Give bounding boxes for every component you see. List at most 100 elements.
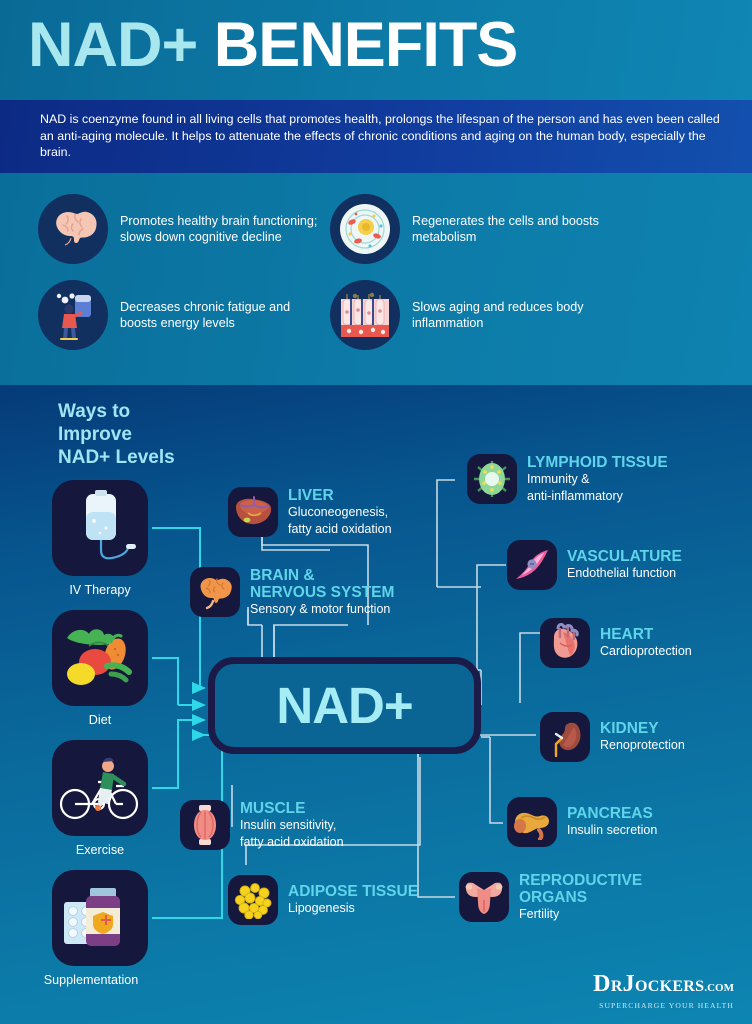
organ-text: LIVER Gluconeogenesis, fatty acid oxidat… [288, 487, 392, 537]
organ-item-adipose-tissue[interactable]: ADIPOSE TISSUE Lipogenesis [228, 875, 418, 925]
page-title-nad: NAD+ [28, 10, 198, 80]
organ-name: HEART [600, 626, 654, 644]
organ-sub-line-2: fatty acid oxidation [288, 521, 392, 536]
lymphoid-tissue-icon [467, 454, 517, 504]
brand-logo-ockers: OCKERS [634, 978, 705, 995]
brain-organ-icon [190, 567, 240, 618]
heart-icon [540, 618, 590, 668]
organ-name-line-2: ORGANS [519, 889, 588, 906]
organ-item-reproductive-organs[interactable]: REPRODUCTIVE ORGANS Fertility [459, 872, 642, 923]
iv-bag-icon [52, 480, 148, 576]
organ-sub-line-1: Insulin sensitivity, [240, 818, 337, 832]
benefit-item: Promotes healthy brain functioning; slow… [38, 194, 328, 264]
organ-sub-line-1: Cardioprotection [600, 644, 692, 659]
ways-title-line-2: Improve [58, 424, 132, 445]
vasculature-icon [507, 540, 557, 590]
nad-map-section: Ways to Improve NAD+ Levels [0, 385, 752, 1024]
brain-icon [38, 194, 108, 264]
organ-text: ADIPOSE TISSUE Lipogenesis [288, 883, 418, 917]
ways-to-improve-title: Ways to Improve NAD+ Levels [58, 400, 175, 469]
organ-item-brain-nervous-system[interactable]: BRAIN & NERVOUS SYSTEM Sensory & motor f… [190, 567, 394, 618]
improvement-item-diet[interactable]: Diet [52, 610, 148, 727]
improvement-label: Diet [88, 713, 112, 727]
organ-item-muscle[interactable]: MUSCLE Insulin sensitivity, fatty acid o… [180, 800, 344, 850]
organ-text: KIDNEY Renoprotection [600, 720, 685, 754]
kidney-icon [540, 712, 590, 762]
brand-tagline: SUPERCHARGE YOUR HEALTH [599, 1001, 734, 1010]
benefit-label: Promotes healthy brain functioning; slow… [120, 213, 318, 244]
adipose-tissue-icon [228, 875, 278, 925]
organ-sub-line-1: Renoprotection [600, 738, 685, 753]
organ-name-line-1: BRAIN & [250, 567, 315, 584]
benefit-label: Decreases chronic fatigue and boosts ene… [120, 299, 291, 330]
organ-sub-line-1: Insulin secretion [567, 823, 658, 838]
improvement-label: IV Therapy [69, 583, 131, 597]
vegetables-icon [52, 610, 148, 706]
benefit-item: Slows aging and reduces body inflammatio… [330, 280, 630, 350]
organ-item-lymphoid-tissue[interactable]: LYMPHOID TISSUE Immunity & anti-inflamma… [467, 454, 668, 504]
improvement-item-iv-therapy[interactable]: IV Therapy [52, 480, 148, 597]
benefits-section: Promotes healthy brain functioning; slow… [0, 173, 752, 385]
supplement-bottle-icon [52, 870, 148, 966]
ways-title-line-3: NAD+ Levels [58, 447, 175, 468]
organ-sub-line-1: Immunity & [527, 472, 590, 486]
organ-name: MUSCLE [240, 800, 306, 817]
organ-item-liver[interactable]: LIVER Gluconeogenesis, fatty acid oxidat… [228, 487, 392, 537]
organ-text: PANCREAS Insulin secretion [567, 805, 657, 839]
organ-text: HEART Cardioprotection [600, 626, 692, 660]
brand-logo-r: R [610, 978, 623, 995]
organ-text: REPRODUCTIVE ORGANS Fertility [519, 872, 642, 923]
cell-icon [330, 194, 400, 264]
brand-logo-j: J [622, 971, 635, 997]
description-banner: NAD is coenzyme found in all living cell… [0, 100, 752, 173]
liver-icon [228, 487, 278, 537]
cyclist-icon [52, 740, 148, 836]
brand-logo-text: DRJOCKERS.COM [593, 972, 734, 1000]
organ-sub-line-1: Fertility [519, 907, 560, 921]
skin-tissue-icon [330, 280, 400, 350]
reproductive-organs-icon [459, 872, 509, 923]
header-banner: NAD+ BENEFITS [0, 0, 752, 100]
improvement-item-supplementation[interactable]: Supplementation [44, 870, 148, 987]
benefit-item: Regenerates the cells and boosts metabol… [330, 194, 630, 264]
organ-name: PANCREAS [567, 805, 653, 823]
organ-name: LYMPHOID TISSUE [527, 454, 668, 471]
improvement-item-exercise[interactable]: Exercise [52, 740, 148, 857]
page-title: NAD+ BENEFITS [28, 14, 518, 77]
benefit-label: Regenerates the cells and boosts metabol… [412, 213, 599, 244]
organ-sub-line-1: Endothelial function [567, 566, 677, 581]
organ-text: VASCULATURE Endothelial function [567, 548, 682, 582]
organ-sub-line-1: Sensory & motor function [250, 602, 391, 616]
page-title-benefits: BENEFITS [213, 10, 519, 80]
fatigue-person-icon [38, 280, 108, 350]
brand-logo-domain: .COM [704, 982, 734, 994]
organ-text: LYMPHOID TISSUE Immunity & anti-inflamma… [527, 454, 668, 504]
organ-name: KIDNEY [600, 720, 659, 738]
organ-name: ADIPOSE TISSUE [288, 883, 419, 901]
pancreas-icon [507, 797, 557, 847]
organ-sub-line-1: Lipogenesis [288, 901, 355, 916]
organ-sub-line-1: Gluconeogenesis, [288, 505, 389, 519]
improvement-label: Supplementation [43, 973, 139, 987]
brand-logo-d: D [593, 971, 611, 997]
ways-title-line-1: Ways to [58, 401, 131, 422]
organ-text: BRAIN & NERVOUS SYSTEM Sensory & motor f… [250, 567, 394, 618]
benefit-item: Decreases chronic fatigue and boosts ene… [38, 280, 328, 350]
benefit-label: Slows aging and reduces body inflammatio… [412, 299, 584, 330]
muscle-icon [180, 800, 230, 850]
organ-sub-line-2: fatty acid oxidation [240, 834, 344, 849]
organ-item-kidney[interactable]: KIDNEY Renoprotection [540, 712, 685, 762]
organ-name-line-1: REPRODUCTIVE [519, 872, 643, 889]
organ-text: MUSCLE Insulin sensitivity, fatty acid o… [240, 800, 344, 850]
center-node-nad: NAD+ [208, 657, 481, 754]
description-text: NAD is coenzyme found in all living cell… [40, 112, 720, 160]
organ-name: VASCULATURE [567, 548, 682, 566]
organ-name-line-2: NERVOUS SYSTEM [250, 584, 395, 601]
organ-item-pancreas[interactable]: PANCREAS Insulin secretion [507, 797, 657, 847]
brand-logo[interactable]: DRJOCKERS.COM SUPERCHARGE YOUR HEALTH [593, 972, 734, 1010]
organ-item-vasculature[interactable]: VASCULATURE Endothelial function [507, 540, 682, 590]
organ-item-heart[interactable]: HEART Cardioprotection [540, 618, 692, 668]
organ-name: LIVER [288, 487, 334, 504]
improvement-label: Exercise [75, 843, 125, 857]
